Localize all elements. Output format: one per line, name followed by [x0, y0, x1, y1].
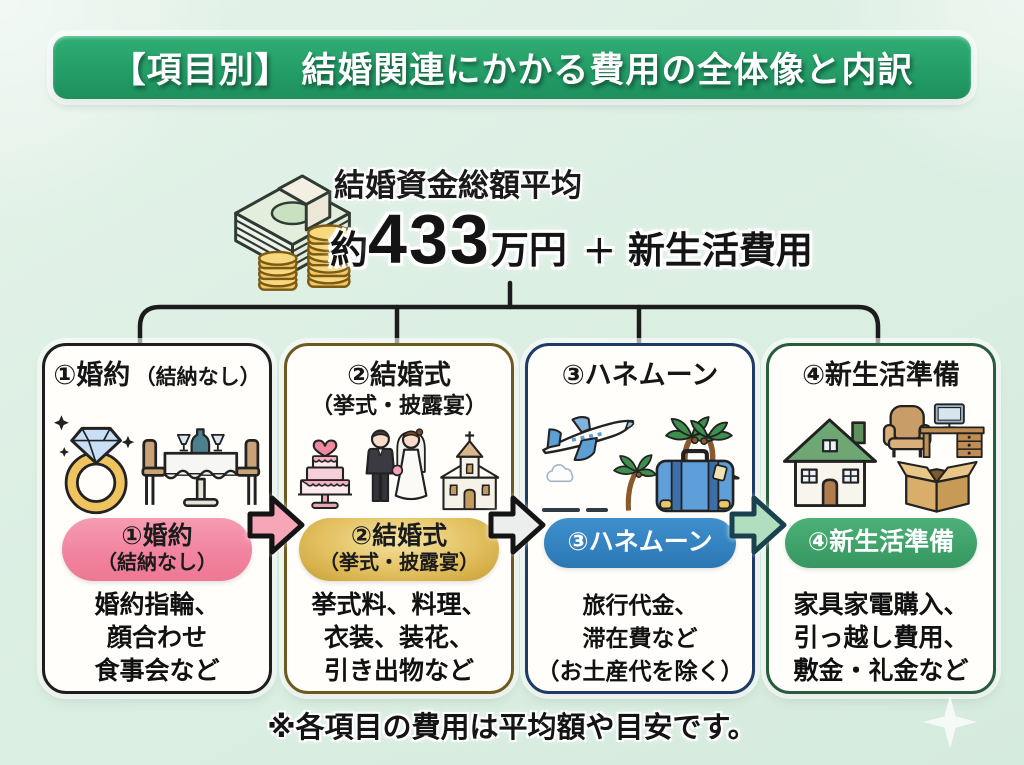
step3-body-line: 旅行代金、: [582, 592, 698, 618]
step1-body: 婚約指輪、 顔合わせ 食事会など: [45, 589, 269, 688]
step2-pill: ②結婚式 （挙式・披露宴）: [299, 518, 499, 581]
step2-icon-area: [295, 424, 503, 518]
step4-body: 家具家電購入、 引っ越し費用、 敷金・礼金など: [769, 589, 993, 688]
flow-arrow-2: [488, 495, 546, 555]
plus-sign: ＋: [582, 233, 616, 270]
step1-title: ①婚約 （結納なし）: [45, 360, 269, 391]
suitcase-icon: [655, 449, 735, 513]
flow-arrow-3: [729, 495, 787, 555]
step1-title-sub: （結納なし）: [134, 366, 261, 389]
cloud-icon: [546, 464, 574, 483]
step4-body-line: 引っ越し費用、: [793, 624, 969, 652]
step1-pill: ①婚約 （結納なし）: [62, 518, 252, 581]
step2-body-line: 衣装、装花、: [323, 624, 474, 652]
wedding-cake-icon: [298, 439, 352, 509]
step2-pill-line1: ②結婚式: [350, 522, 448, 550]
step4-body-line: 家具家電購入、: [793, 591, 969, 619]
step4-title-main: ④新生活準備: [802, 360, 960, 390]
amount-unit: 万円: [490, 230, 567, 272]
amount-approx: 約: [330, 230, 369, 272]
step3-body-line: 滞在費など: [582, 625, 698, 651]
step3-icon-area: [536, 402, 744, 516]
ground-line-icon: [542, 508, 608, 512]
step-box-new-life: ④新生活準備: [766, 343, 996, 694]
moving-box-icon: [897, 460, 978, 513]
step-box-honeymoon: ③ハネムーン: [525, 343, 755, 694]
step3-title: ③ハネムーン: [528, 360, 752, 391]
total-amount-row: 約 433 万円 ＋ 新生活費用: [330, 204, 813, 274]
step2-body-line: 挙式料、料理、: [311, 591, 487, 619]
step3-body-line: （お土産代を除く）: [536, 658, 744, 684]
step4-pill-line1: ④新生活準備: [807, 528, 955, 556]
engagement-ring-icon: [53, 415, 135, 515]
step4-pill: ④新生活準備: [785, 518, 977, 568]
step3-pill: ③ハネムーン: [544, 518, 736, 568]
header-banner: 【項目別】 結婚関連にかかる費用の全体像と内訳: [53, 36, 971, 99]
step2-title: ②結婚式 （挙式・披露宴）: [287, 360, 511, 418]
step1-body-line: 婚約指輪、: [94, 591, 220, 619]
step1-title-main: ①婚約: [53, 360, 131, 390]
money-stack-coins-icon: [234, 174, 351, 291]
step2-pill-line2: （挙式・披露宴）: [319, 552, 479, 574]
step3-pill-line1: ③ハネムーン: [567, 528, 713, 556]
sparkle-icon: [923, 695, 977, 749]
desk-computer-icon: [919, 403, 985, 459]
step1-pill-line2: （結納なし）: [97, 552, 217, 574]
step2-body: 挙式料、料理、 衣装、装花、 引き出物など: [287, 589, 511, 688]
step1-icon-area: [53, 402, 261, 516]
step3-title-main: ③ハネムーン: [561, 360, 719, 390]
step4-body-line: 敷金・礼金など: [793, 657, 969, 685]
palm-tree-icon: [613, 454, 657, 511]
bride-groom-icon: [365, 428, 428, 503]
step1-body-line: 顔合わせ: [106, 624, 207, 652]
new-life-cost-label: 新生活費用: [627, 230, 813, 271]
total-label: 結婚資金総額平均: [334, 168, 582, 203]
airplane-icon: [542, 416, 635, 462]
footnote: ※各項目の費用は平均額や目安です。: [267, 712, 757, 744]
house-icon: [782, 418, 878, 508]
step1-pill-line1: ①婚約: [121, 522, 193, 550]
step4-title: ④新生活準備: [769, 360, 993, 391]
step2-body-line: 引き出物など: [323, 657, 474, 685]
step-box-wedding: ②結婚式 （挙式・披露宴）: [284, 343, 514, 694]
flow-arrow-1: [247, 495, 305, 555]
step2-title-main: ②結婚式: [347, 360, 451, 390]
step1-body-line: 食事会など: [94, 657, 220, 685]
step2-title-sub: （挙式・披露宴）: [310, 393, 487, 419]
step4-icon-area: [777, 402, 985, 516]
header-title: 【項目別】 結婚関連にかかる費用の全体像と内訳: [110, 51, 914, 90]
amount-value: 433: [368, 200, 491, 278]
step-box-engagement: ①婚約 （結納なし）: [42, 343, 272, 694]
dinner-table-icon: [141, 428, 261, 508]
step3-body: 旅行代金、 滞在費など （お土産代を除く）: [528, 589, 752, 688]
church-icon: [439, 431, 500, 511]
